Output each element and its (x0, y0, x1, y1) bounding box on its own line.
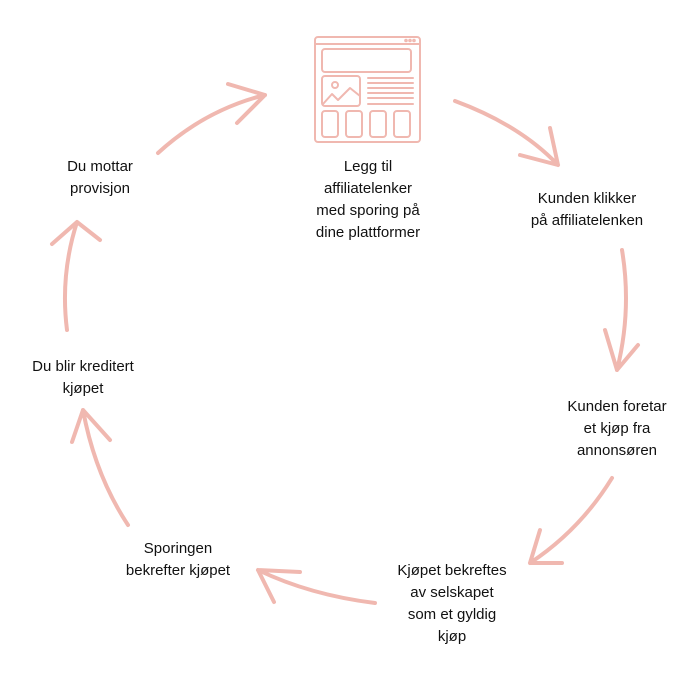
step-2-label: Kunden klikker på affiliatelenken (531, 188, 643, 232)
webpage-layout-icon (314, 36, 421, 143)
text-line: Kunden klikker (537, 190, 637, 207)
text-line: Sporingen (143, 540, 213, 557)
text-line: Du blir kreditert (32, 358, 134, 375)
text-line: som et gyldig (407, 606, 497, 623)
arrow-7 (156, 82, 267, 155)
text-line: dine plattformer (315, 224, 421, 241)
text-line: Du mottar (67, 158, 133, 175)
text-line: Legg til (343, 158, 393, 175)
arrow-6 (50, 220, 102, 332)
step-1-label: Legg til affiliatelenker med sporing på … (316, 156, 420, 244)
step-6-label: Du blir kreditert kjøpet (32, 356, 134, 400)
arrow-5 (70, 408, 130, 527)
arrow-2 (603, 248, 640, 372)
text-line: av selskapet (410, 584, 494, 601)
arrow-1 (453, 99, 560, 167)
arrow-4 (256, 568, 377, 605)
text-line: med sporing på (316, 202, 420, 219)
text-line: kjøp (437, 628, 467, 645)
text-line: annonsøren (576, 442, 658, 459)
step-4-label: Kjøpet bekreftes av selskapet som et gyl… (397, 560, 506, 648)
text-line: et kjøp fra (583, 420, 651, 437)
text-line: affiliatelenker (323, 180, 413, 197)
text-line: kjøpet (62, 380, 104, 397)
step-5-label: Sporingen bekrefter kjøpet (126, 538, 230, 582)
arrow-3 (528, 476, 614, 565)
text-line: bekrefter kjøpet (125, 562, 231, 579)
text-line: provisjon (69, 180, 131, 197)
text-line: Kjøpet bekreftes (397, 562, 507, 579)
step-7-label: Du mottar provisjon (67, 156, 133, 200)
step-3-label: Kunden foretar et kjøp fra annonsøren (567, 396, 666, 462)
text-line: Kunden foretar (567, 398, 667, 415)
text-line: på affiliatelenken (530, 212, 644, 229)
